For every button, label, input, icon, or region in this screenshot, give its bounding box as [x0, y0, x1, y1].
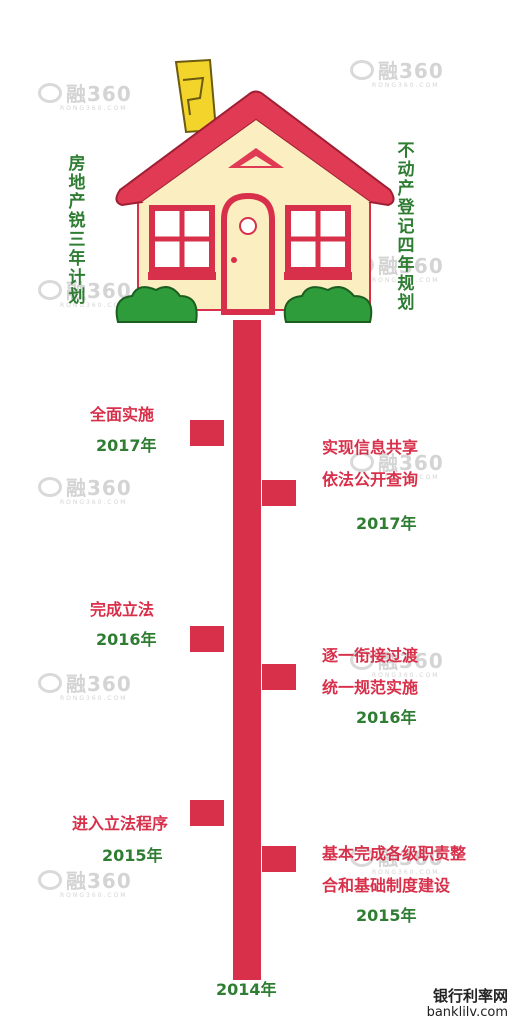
milestone-text: 完成立法	[90, 600, 155, 619]
right-bush	[283, 286, 373, 323]
door	[221, 192, 275, 315]
base-year: 2014年	[216, 980, 277, 999]
timeline-marker	[190, 800, 224, 826]
timeline-marker	[190, 626, 224, 652]
timeline-marker	[262, 846, 296, 872]
milestone-text: 统一规范实施	[322, 678, 419, 697]
milestone-text: 逐一衔接过渡	[322, 646, 419, 665]
milestone-text: 依法公开查询	[322, 470, 419, 489]
milestone-text: 进入立法程序	[72, 814, 169, 833]
credit-url: banklilv.com	[426, 1005, 508, 1020]
milestone-year: 2017年	[356, 514, 417, 533]
milestone-text: 基本完成各级职责整	[322, 844, 467, 863]
site-credit: 银行利率网 banklilv.com	[427, 987, 508, 1020]
credit-name: 银行利率网	[432, 987, 508, 1005]
milestone-text: 合和基础制度建设	[322, 876, 451, 895]
milestone-text: 全面实施	[90, 405, 155, 424]
timeline-marker	[190, 420, 224, 446]
milestone-year: 2017年	[96, 436, 157, 455]
milestone-year: 2015年	[356, 906, 417, 925]
left-bush	[115, 286, 198, 323]
roof	[115, 90, 395, 207]
timeline-marker	[262, 480, 296, 506]
timeline-marker	[262, 664, 296, 690]
milestone-year: 2016年	[356, 708, 417, 727]
left-title: 房地产锐三年计划	[68, 154, 86, 307]
milestone-text: 实现信息共享	[322, 438, 419, 457]
right-title: 不动产登记四年规划	[397, 141, 415, 313]
milestone-year: 2015年	[102, 846, 163, 865]
chimney	[174, 58, 218, 134]
house-illustration	[115, 58, 395, 323]
milestone-year: 2016年	[96, 630, 157, 649]
timeline-pole	[233, 320, 261, 980]
